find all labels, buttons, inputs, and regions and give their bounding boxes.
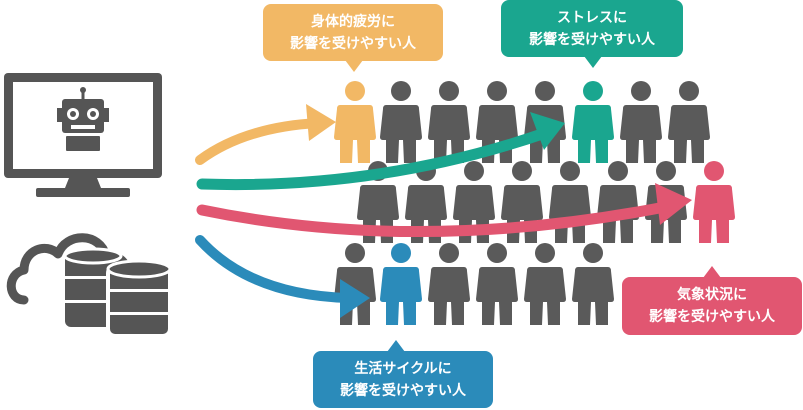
database-icon (63, 247, 172, 338)
arrow-stress (196, 112, 565, 191)
person-icon (476, 243, 518, 325)
person-icon (524, 243, 566, 325)
callout-weather-line1: 気象状況に (677, 287, 747, 303)
person-icon (597, 161, 639, 243)
person-icon (428, 81, 470, 163)
callout-stress-line1: ストレスに (557, 9, 627, 26)
person-icon (334, 81, 376, 163)
callout-weather-tail (703, 266, 721, 278)
arrow-fatigue (195, 104, 336, 165)
person-icon (380, 81, 422, 163)
person-icon (380, 243, 422, 325)
callout-fatigue-line1: 身体的疲労に (311, 13, 395, 30)
callout-life-tail (387, 340, 405, 352)
callout-weather-line2: 影響を受けやすい人 (649, 309, 775, 325)
person-icon (693, 161, 735, 243)
person-icon (572, 81, 614, 163)
callout-fatigue-line2: 影響を受けやすい人 (290, 35, 416, 52)
callout-fatigue: 身体的疲労に 影響を受けやすい人 (263, 4, 443, 61)
callout-fatigue-tail (345, 60, 363, 72)
callout-life-line1: 生活サイクルに (354, 360, 452, 377)
arrow-weather (196, 183, 692, 237)
callout-life: 生活サイクルに 影響を受けやすい人 (313, 351, 493, 408)
arrow-life (195, 235, 370, 318)
callout-stress-line2: 影響を受けやすい人 (529, 31, 655, 48)
person-icon (572, 243, 614, 325)
person-icon (428, 243, 470, 325)
person-icon (620, 81, 662, 163)
callout-weather: 気象状況に 影響を受けやすい人 (622, 277, 802, 335)
person-icon (549, 161, 591, 243)
callout-stress: ストレスに 影響を受けやすい人 (501, 0, 683, 57)
robot-icon (57, 87, 109, 151)
callout-stress-tail (584, 56, 602, 68)
person-icon (668, 81, 710, 163)
callout-life-line2: 影響を受けやすい人 (340, 382, 466, 399)
